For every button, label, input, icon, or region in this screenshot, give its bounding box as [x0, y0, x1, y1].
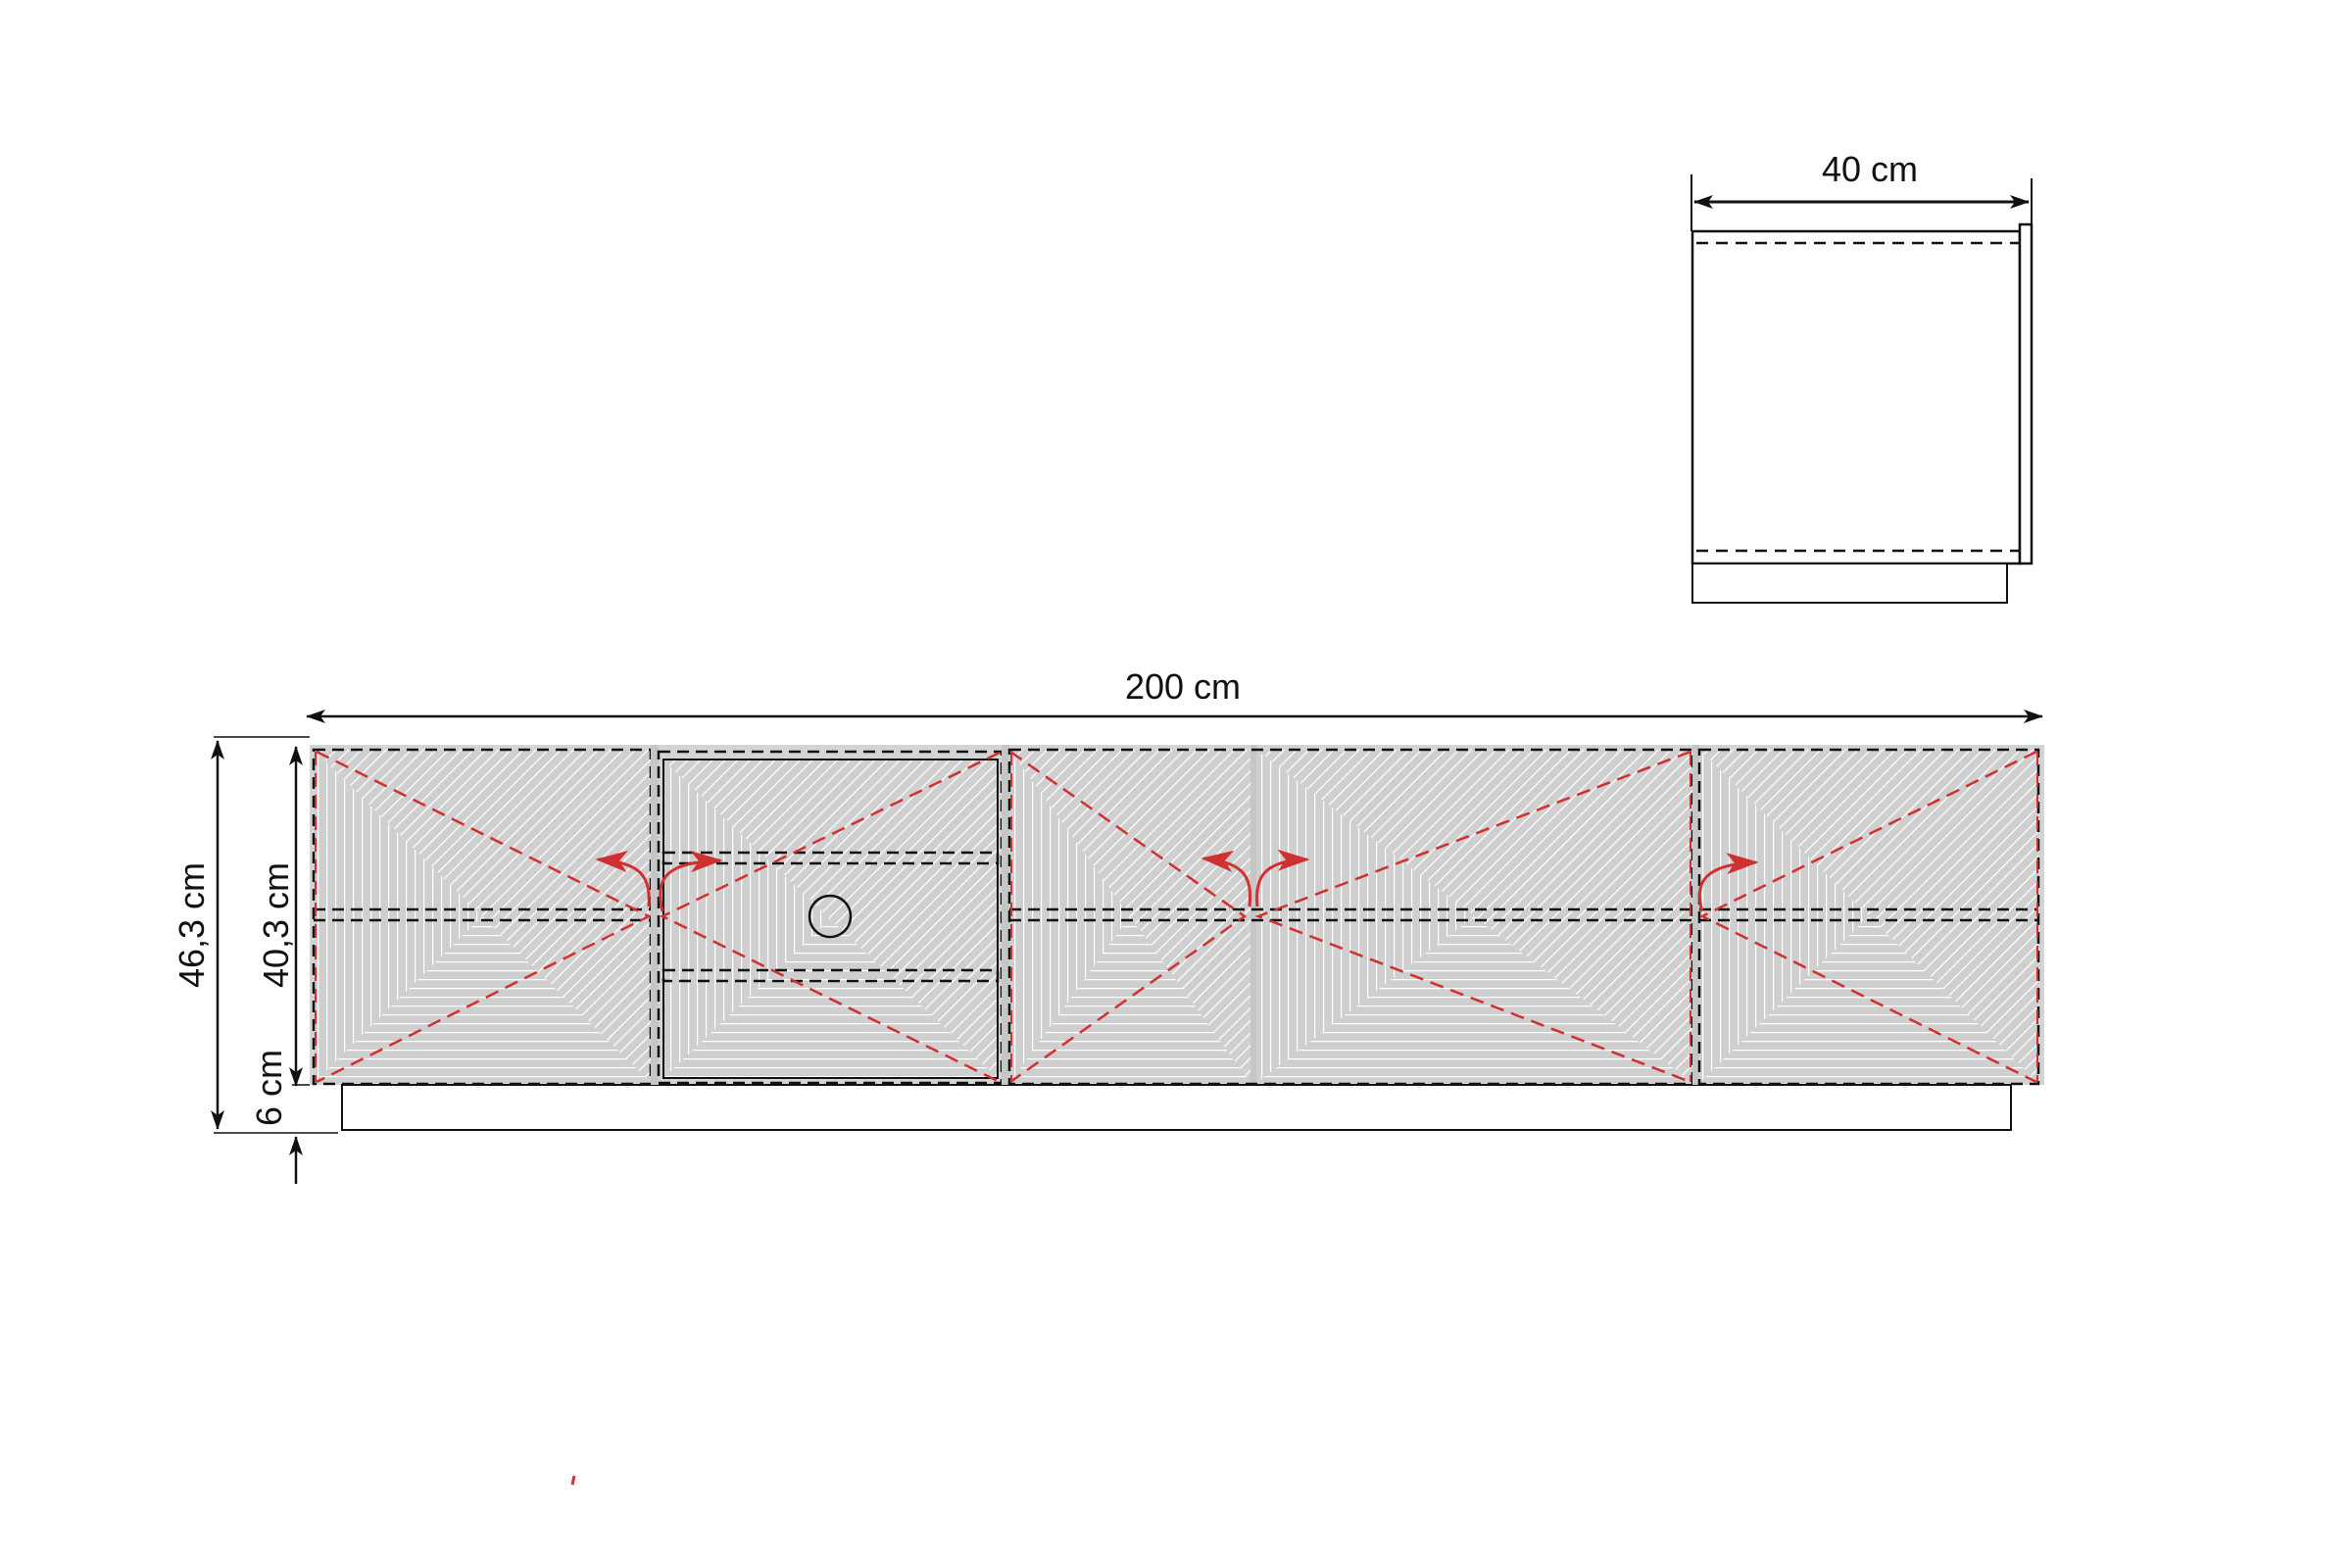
drawer-opening-arrow-icon — [659, 851, 723, 912]
cabinet-plinth — [341, 1084, 2012, 1131]
left-door[interactable] — [312, 748, 653, 1086]
right-door[interactable] — [1697, 748, 2040, 1086]
side-plinth — [1691, 563, 2008, 604]
side-body — [1690, 229, 2022, 565]
drawer[interactable] — [657, 750, 1004, 1085]
center-right-opening-arrow-icon — [1255, 849, 1310, 907]
right-door-opening-arrow-icon — [1697, 853, 1759, 912]
left-door-hinge-indicator — [316, 750, 652, 1084]
left-door-opening-arrow-icon — [595, 851, 651, 907]
drawer-hinge-indicator — [660, 751, 1001, 1084]
drawer-knob-icon[interactable] — [808, 894, 853, 939]
body-height-label: 40,3 cm — [256, 862, 296, 988]
center-doors-overlay — [1007, 748, 1694, 1086]
side-width-label: 40 cm — [1822, 149, 1918, 189]
side-view: 40 cm — [1690, 149, 2034, 604]
stray-mark — [570, 1475, 576, 1486]
height-dimensions: 46,3 cm 40,3 cm 6 cm — [172, 736, 338, 1184]
right-door-hinge-indicator — [1699, 750, 2037, 1084]
center-left-door[interactable] — [1009, 750, 1250, 1083]
total-height-label: 46,3 cm — [172, 862, 212, 988]
center-left-opening-arrow-icon — [1200, 850, 1252, 907]
front-view: 200 cm — [172, 666, 2044, 1184]
drawer-front — [662, 759, 999, 1079]
side-door-front — [2018, 222, 2034, 565]
center-right-door[interactable] — [1256, 750, 1692, 1083]
center-left-hinge-indicator — [1009, 750, 1248, 1084]
center-right-hinge-indicator — [1254, 750, 1691, 1084]
plinth-height-label: 6 cm — [249, 1050, 289, 1126]
front-width-label: 200 cm — [1125, 666, 1241, 707]
right-door-outline — [1697, 748, 2040, 1086]
